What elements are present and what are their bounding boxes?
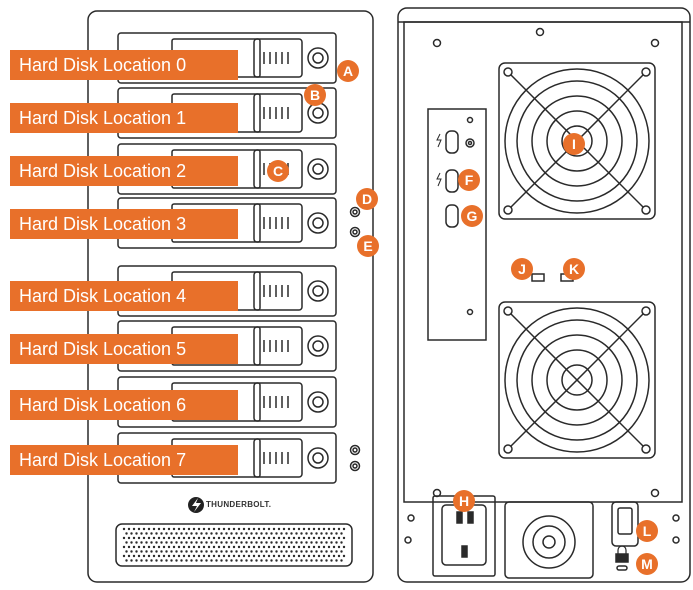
callout-b: B: [304, 84, 326, 106]
handle-slot: [263, 217, 289, 229]
disk-label-4: Hard Disk Location 4: [10, 281, 238, 311]
callout-g: G: [461, 205, 483, 227]
callout-j: J: [511, 258, 533, 280]
lock-icon: [307, 158, 329, 180]
thunderbolt-icon: [188, 497, 204, 513]
psu-fan: [504, 501, 594, 579]
callout-e: E: [357, 235, 379, 257]
handle-slot: [263, 107, 289, 119]
handle-slot: [263, 340, 289, 352]
callout-h: H: [453, 490, 475, 512]
callout-i: I: [563, 133, 585, 155]
disk-label-1: Hard Disk Location 1: [10, 103, 238, 133]
fan-grille-icon: [498, 301, 656, 459]
handle-slot: [263, 52, 289, 64]
disk-label-7: Hard Disk Location 7: [10, 445, 238, 475]
callout-l: L: [636, 520, 658, 542]
callout-d: D: [356, 188, 378, 210]
disk-label-2: Hard Disk Location 2: [10, 156, 238, 186]
disk-label-5: Hard Disk Location 5: [10, 334, 238, 364]
lock-icon: [307, 335, 329, 357]
lock-icon: [307, 212, 329, 234]
handle-slot: [263, 396, 289, 408]
callout-a: A: [337, 60, 359, 82]
front-vent: [115, 523, 353, 567]
callout-f: F: [458, 169, 480, 191]
callout-c: C: [267, 160, 289, 182]
disk-label-3: Hard Disk Location 3: [10, 209, 238, 239]
disk-label-0: Hard Disk Location 0: [10, 50, 238, 80]
lock-icon: [307, 280, 329, 302]
callout-k: K: [563, 258, 585, 280]
back-panel: [397, 7, 691, 583]
callout-m: M: [636, 553, 658, 575]
thunderbolt-port-plate: [427, 108, 487, 341]
drive-bay: [117, 320, 337, 372]
lock-icon: [307, 391, 329, 413]
lock-icon: [307, 47, 329, 69]
led-icon: [349, 206, 361, 472]
handle-slot: [263, 285, 289, 297]
thunderbolt-logo-text: THUNDERBOLT.: [206, 500, 272, 509]
handle-slot: [263, 452, 289, 464]
lock-icon: [615, 545, 629, 571]
disk-label-6: Hard Disk Location 6: [10, 390, 238, 420]
lock-icon: [307, 447, 329, 469]
